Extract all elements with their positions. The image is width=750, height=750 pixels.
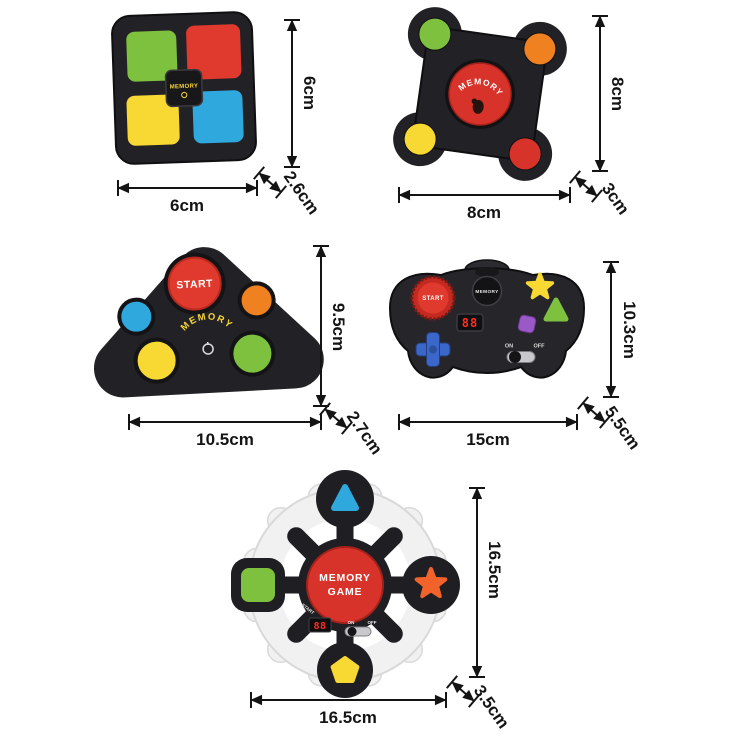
yellow-button (403, 122, 437, 156)
blue-button (192, 90, 244, 144)
dim-wheel-depth: 3.5cm (446, 675, 513, 732)
red-button (186, 24, 242, 80)
title-line1: MEMORY (319, 572, 371, 584)
dim-controller-height: 10.3cm (603, 261, 639, 398)
depth-label: 2.7cm (343, 408, 386, 458)
display-value: 88 (313, 621, 326, 632)
dim-quad-height: 8cm (592, 15, 627, 172)
memory-game-controller: START MEMORY 88 ON OFF (388, 259, 586, 379)
start-button (167, 256, 222, 311)
star-button (525, 272, 555, 300)
memory-label: MEMORY (475, 289, 499, 294)
memory-pad (306, 546, 384, 624)
center-panel (164, 68, 204, 108)
orange-button (523, 32, 557, 66)
triangle-button (331, 484, 359, 511)
dim-pad-height: 9.5cm (313, 245, 348, 407)
depth-label: 3.5cm (470, 682, 513, 732)
hand-icon (471, 98, 484, 114)
top-button (475, 267, 499, 277)
on-label: ON (505, 344, 513, 350)
width-label: 8cm (467, 203, 501, 222)
on-label: ON (348, 620, 355, 625)
memory-button (471, 275, 503, 307)
green-button (418, 17, 452, 51)
dim-pad-depth: 2.7cm (319, 402, 386, 458)
orange-button (237, 281, 276, 320)
width-label: 6cm (170, 196, 204, 215)
power-switch (506, 351, 536, 363)
dim-square-width: 6cm (117, 180, 258, 215)
dim-square-depth: 2.6cm (253, 166, 323, 218)
hand-icon (181, 91, 188, 99)
dim-controller-depth: 5.5cm (577, 396, 644, 453)
power-switch (344, 626, 372, 637)
square-button (241, 568, 275, 602)
led-display (308, 617, 332, 633)
start-memory-game-pad: START MEMORY (94, 247, 324, 398)
steering-wheel-memory-game: MEMORY GAME START 88 ON OFF (231, 470, 460, 698)
height-label: 8cm (608, 77, 627, 111)
width-label: 10.5cm (196, 430, 254, 449)
green-button (126, 30, 178, 82)
display-value: 88 (462, 316, 478, 330)
off-label: OFF (368, 620, 377, 625)
off-label: OFF (534, 344, 546, 350)
depth-label: 2.6cm (280, 168, 323, 218)
start-button (417, 282, 449, 314)
red-button (508, 137, 542, 171)
four-button-memory-game: MEMORY (393, 7, 567, 181)
depth-label: 3cm (598, 179, 633, 218)
height-label: 6cm (300, 76, 319, 110)
hand-icon (202, 341, 214, 355)
start-label: START (422, 296, 444, 302)
start-label: START (176, 278, 213, 292)
yellow-button (133, 337, 180, 384)
led-display (456, 313, 484, 332)
width-label: 15cm (466, 430, 509, 449)
dim-pad-width: 10.5cm (128, 414, 322, 449)
height-label: 16.5cm (485, 541, 504, 599)
pentagon-button (330, 656, 360, 683)
dim-quad-depth: 3cm (569, 170, 633, 218)
width-label: 16.5cm (319, 708, 377, 727)
green-button (229, 330, 276, 377)
dim-square-height: 6cm (284, 19, 319, 168)
star-button (414, 567, 448, 599)
memory-pad (448, 62, 512, 126)
memory-label: MEMORY (170, 84, 199, 91)
dim-wheel-height: 16.5cm (469, 487, 504, 678)
depth-label: 5.5cm (601, 403, 644, 453)
dim-quad-width: 8cm (398, 187, 571, 222)
height-label: 9.5cm (329, 303, 348, 351)
triangle-button (543, 297, 569, 322)
dim-controller-width: 15cm (398, 414, 578, 449)
height-label: 10.3cm (620, 301, 639, 359)
blue-button (117, 297, 156, 336)
dim-wheel-width: 16.5cm (250, 692, 447, 727)
square-button (517, 314, 537, 334)
dpad (415, 332, 451, 367)
title-line2: GAME (328, 586, 363, 598)
square-memory-game: MEMORY (111, 11, 257, 165)
yellow-button (126, 94, 180, 146)
